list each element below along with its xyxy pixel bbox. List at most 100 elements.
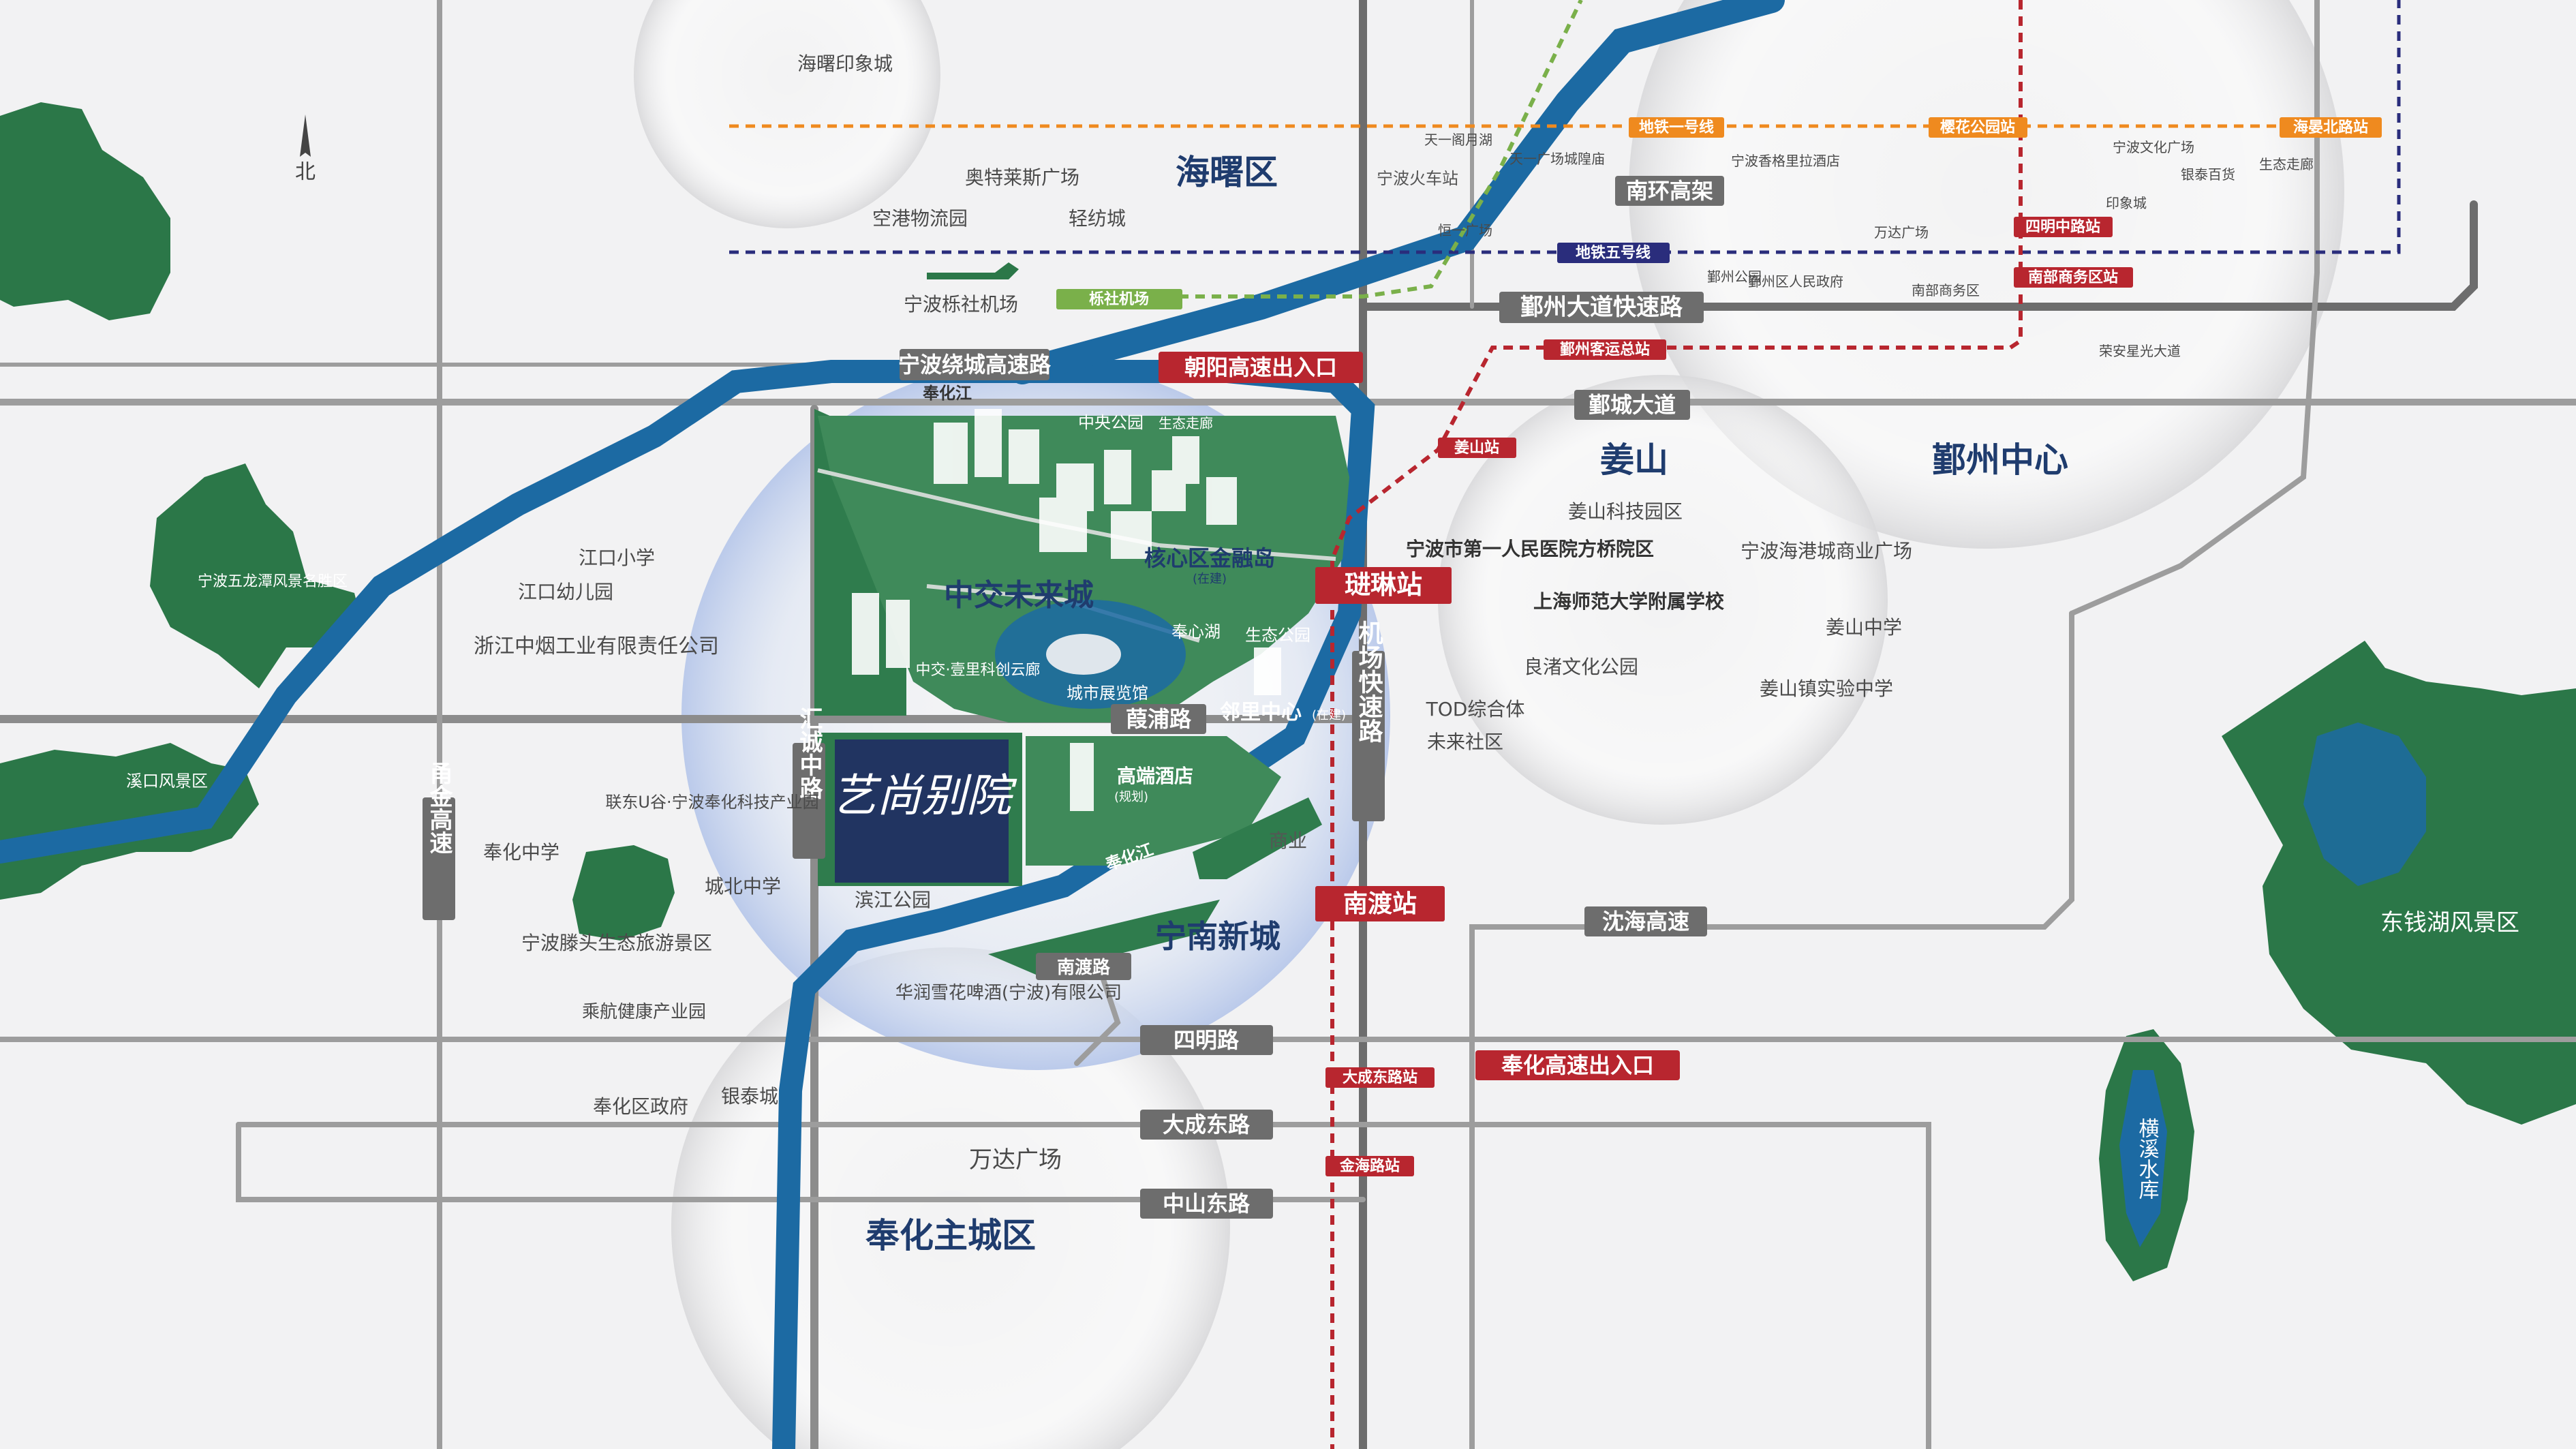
poi-jssy: 姜山镇实验中学 (1760, 677, 1893, 700)
label-hengxi: 横溪水库 (2135, 1118, 2160, 1200)
bubble-yinzhou (1629, 0, 2344, 549)
label-wulong: 宁波五龙潭风景名胜区 (198, 573, 348, 590)
metro-line-3 (1330, 0, 2023, 1449)
project-zone (814, 409, 1349, 975)
badge-yincheng: 鄞城大道 (1589, 392, 1676, 418)
airplane-icon (927, 262, 1019, 279)
badge-dacheng: 大成东路 (1163, 1112, 1251, 1138)
poi-binjiang: 滨江公园 (855, 889, 931, 911)
hub-name: 中交未来城 (944, 578, 1094, 613)
project-name: 艺尚别院 (831, 769, 1017, 822)
project-block (835, 739, 1009, 883)
poi-shida: 上海师范大学附属学校 (1533, 590, 1725, 613)
poi-jiangshan-park: 姜山科技园区 (1568, 500, 1683, 523)
station-railway: 宁波火车站 (1377, 169, 1458, 188)
scenic-labels: 东钱湖风景区 横溪水库 溪口风景区 宁波五龙潭风景名胜区 (126, 573, 2519, 1200)
project-labels: 艺尚别院 中交未来城 核心区金融岛 (在建) (831, 545, 1275, 822)
poi-yinxiangcheng: 印象城 (2106, 195, 2147, 211)
district-fenghua: 奉化主城区 (865, 1216, 1036, 1255)
badge-fenghua-exit: 奉化高速出入口 (1501, 1052, 1654, 1078)
poi-jszx: 姜山中学 (1826, 616, 1902, 639)
poi-qingfang: 轻纺城 (1069, 207, 1126, 230)
poi-eco-corridor: 生态走廊 (1159, 415, 1213, 431)
poi-rongan: 荣安星光大道 (2099, 343, 2181, 359)
poi-zhanlan: 城市展览馆 (1067, 684, 1148, 703)
station-dacheng: 大成东路站 (1343, 1069, 1417, 1086)
station-keyun: 鄞州客运总站 (1560, 341, 1650, 359)
district-ningnan: 宁南新城 (1155, 918, 1281, 955)
poi-eco-park: 生态公园 (1245, 626, 1310, 645)
district-haishu: 海曙区 (1176, 153, 1278, 192)
badge-zhongshan: 中山东路 (1163, 1191, 1251, 1217)
core-note: (在建) (1193, 572, 1227, 586)
badge-airport-expressway: 机场快速路 (1355, 620, 1383, 743)
poi-hotel: 高端酒店 (1117, 765, 1193, 787)
badge-yinzhou-expressway: 鄞州大道快速路 (1520, 294, 1683, 321)
poi-wenhua: 宁波文化广场 (2113, 139, 2194, 155)
poi-nanbu: 南部商务区 (1912, 282, 1980, 299)
road-yinzhou-expressway (1359, 200, 2478, 311)
poi-tianyi: 天一广场城隍庙 (1509, 151, 1605, 167)
green-area-nw (0, 102, 170, 320)
bubble-haishu (634, 0, 940, 228)
badge-nanhuan: 南环高架 (1626, 178, 1713, 204)
poi-yintai1: 银泰百货 (2181, 166, 2235, 183)
poi-fhzx: 奉化中学 (483, 841, 559, 864)
station-jinhai: 金海路站 (1339, 1157, 1400, 1175)
poi-jkxx: 江口小学 (579, 547, 655, 569)
metro-line-5 (729, 0, 2401, 254)
tengtou-scenic-area (572, 845, 675, 941)
poi-zhongyang: 中央公园 (1078, 413, 1144, 432)
poi-wanda2: 万达广场 (969, 1146, 1062, 1174)
metro-stations: 地铁一号线 樱花公园站 海晏北路站 地铁五号线 四明中路站 南部商务区站 鄞州客… (1056, 117, 2382, 1176)
poi-liangzhu: 良渚文化公园 (1524, 656, 1638, 678)
airport-rail-line (1179, 0, 1583, 299)
poi-yintai2: 银泰城 (721, 1085, 778, 1108)
core-name: 核心区金融岛 (1144, 545, 1275, 571)
poi-fxh: 奉心湖 (1171, 622, 1221, 641)
metro-lines (729, 0, 2401, 1449)
metro-line1-label: 地铁一号线 (1639, 119, 1714, 136)
badge-nandu-road: 南渡路 (1057, 957, 1111, 978)
compass-label: 北 (295, 160, 316, 184)
metro-line5-label: 地铁五号线 (1576, 244, 1651, 262)
hengxi-reservoir (2119, 1070, 2167, 1247)
poi-tengtou: 宁波滕头生态旅游景区 (521, 932, 712, 954)
badge-huicheng: 汇诚中路 (795, 707, 823, 799)
poi-linli-note: (在建) (1312, 708, 1346, 722)
road-shenhai (1469, 611, 2074, 1449)
district-yinzhou: 鄞州中心 (1932, 440, 2068, 480)
green-strip-1 (1193, 797, 1322, 879)
exhibition-hall (1046, 634, 1121, 675)
station-jinlin: 琎琳站 (1345, 570, 1422, 600)
poi-yzgov: 鄞州区人民政府 (1748, 273, 1843, 290)
dongqian-lake (2303, 722, 2426, 886)
badge-chaoyang-exit: 朝阳高速出入口 (1184, 354, 1337, 380)
badge-siming: 四明路 (1174, 1027, 1240, 1053)
poi-aotelaisi: 奥特莱斯广场 (965, 166, 1079, 189)
station-nanbu: 南部商务区站 (2028, 269, 2118, 286)
label-xikou: 溪口风景区 (126, 772, 208, 791)
road-badges: 宁波绕城高速路 朝阳高速出入口 鄞州大道快速路 南环高架 鄞城大道 机场快速路 … (423, 176, 1724, 1219)
station-jiangshan: 姜山站 (1454, 439, 1499, 457)
wulong-scenic-area (150, 463, 361, 688)
river-label-north: 奉化江 (922, 384, 972, 403)
station-yinghua: 樱花公园站 (1940, 119, 2015, 136)
poi-hengyi: 恒一广场 (1438, 222, 1492, 239)
poi-linli: 邻里中心 (1220, 701, 1302, 724)
district-labels: 海曙区 姜山 鄞州中心 宁南新城 奉化主城区 (865, 153, 2068, 1255)
station-airport: 栎社机场 (1089, 290, 1149, 308)
poi-weilai: 未来社区 (1427, 731, 1503, 753)
poi-jkyey: 江口幼儿园 (518, 581, 613, 603)
poi-hotel-note: (规划) (1114, 790, 1148, 804)
poi-shengtai: 生态走廊 (2259, 156, 2314, 172)
bubble-jiangshan (1438, 375, 1888, 825)
badge-ring-highway: 宁波绕城高速路 (898, 352, 1052, 378)
station-siming-zhonglu: 四明中路站 (2025, 218, 2100, 236)
station-haiyan: 海晏北路站 (2293, 119, 2368, 136)
dongqian-scenic-area (2222, 641, 2576, 1125)
poi-huarun: 华润雪花啤酒(宁波)有限公司 (895, 983, 1122, 1003)
poi-chzx: 城北中学 (705, 875, 781, 898)
poi-lianhe: 联东U谷·宁波奉化科技产业园 (605, 793, 818, 812)
